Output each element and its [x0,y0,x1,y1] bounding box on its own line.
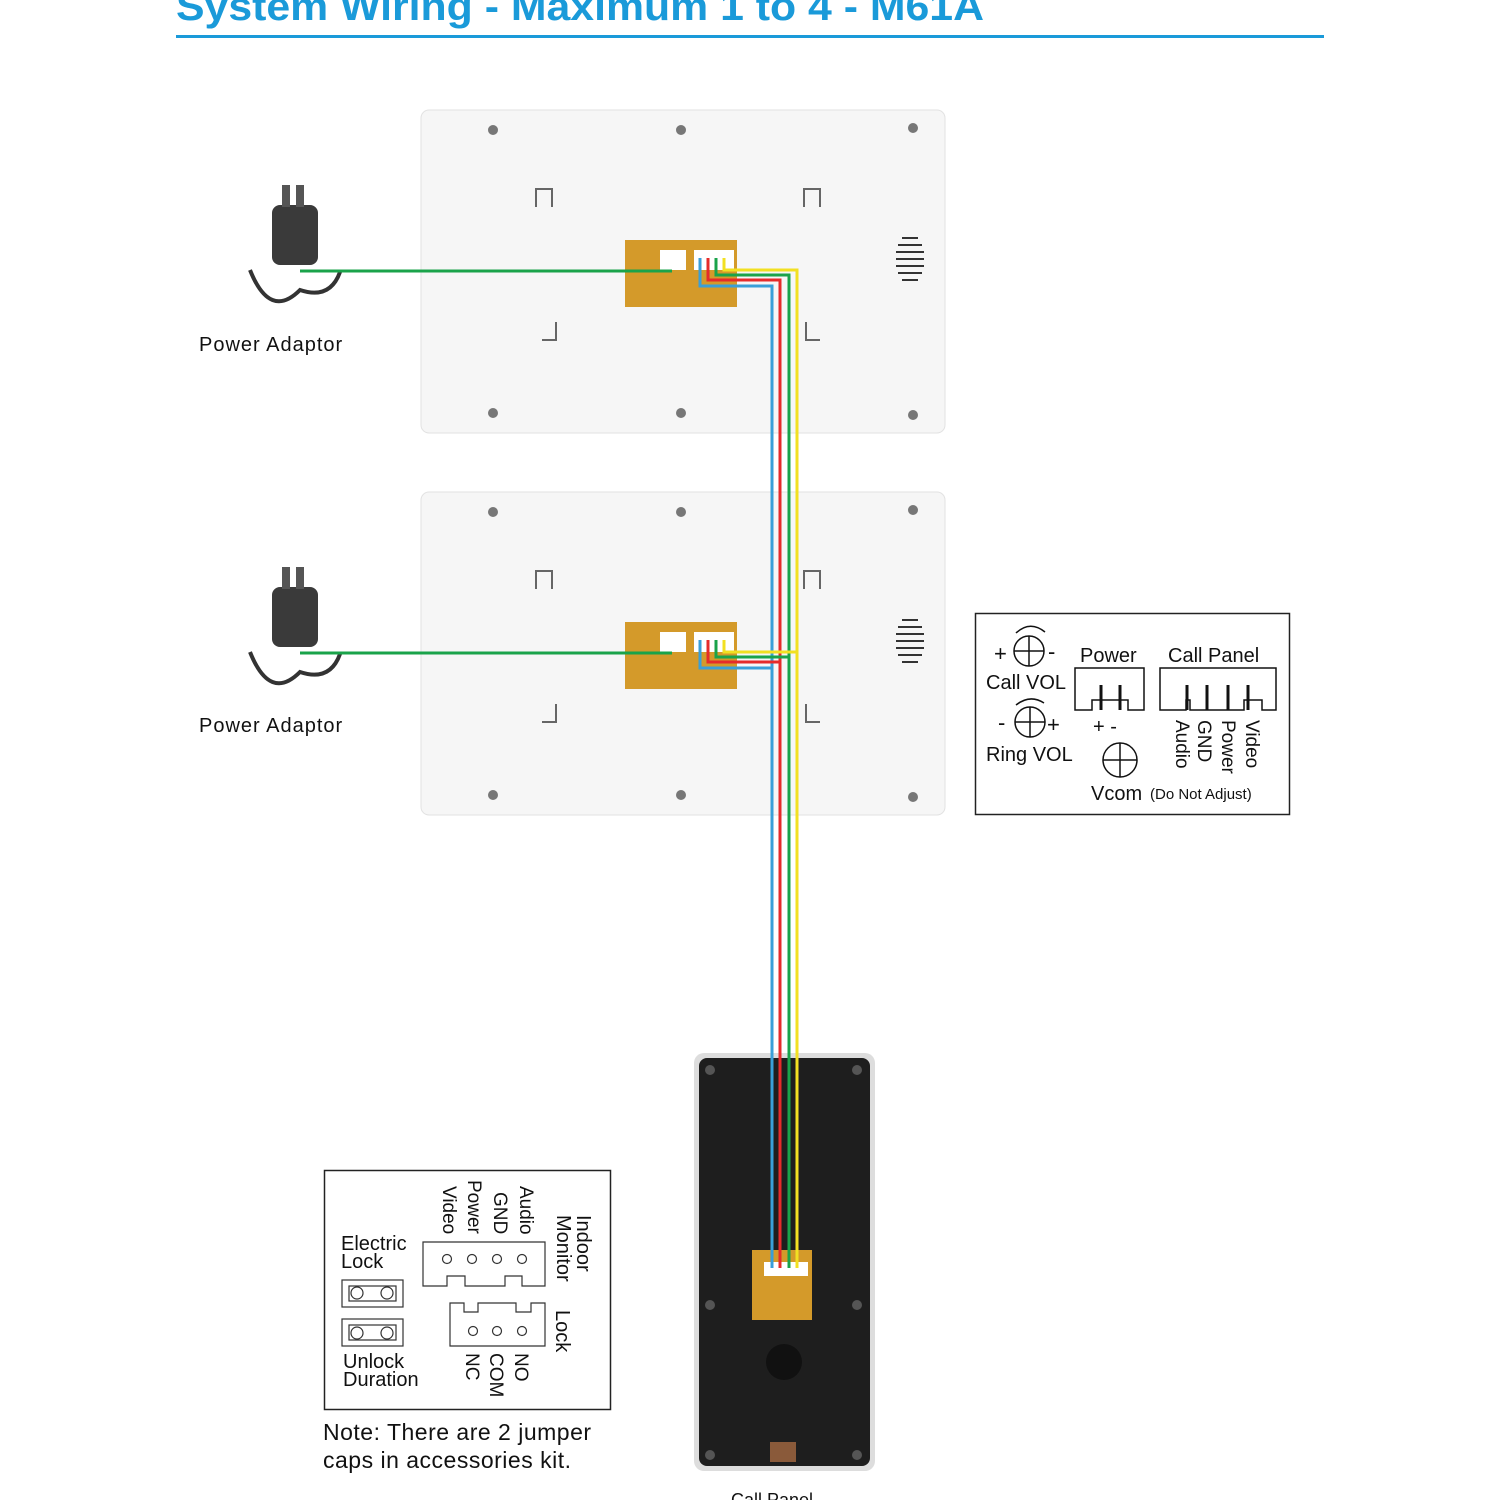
svg-text:Audio: Audio [1171,720,1192,769]
video-wire [698,258,774,1268]
svg-text:-: - [998,710,1005,735]
vcom-note: (Do Not Adjust) [1150,786,1252,803]
call-panel-connector-label: Call Panel [1168,645,1259,667]
power-label: Power [1080,645,1137,667]
ring-vol-label: Ring VOL [986,744,1073,766]
svg-text:Duration: Duration [343,1369,419,1391]
power-adaptor-icon [248,185,342,304]
indoor-monitor-connector [422,1241,546,1287]
svg-text:+: + [994,641,1007,666]
speaker-grille-icon [896,237,924,281]
call-panel [694,1053,875,1471]
adaptor-label: Power Adaptor [199,715,343,737]
svg-text:Video: Video [1241,720,1262,768]
wires [300,258,799,1268]
jumper-unlock-duration [341,1318,404,1347]
power-connector [1074,667,1145,711]
svg-text:Video: Video [438,1186,459,1234]
power-adaptor-icon [248,567,342,686]
svg-text:Lock: Lock [551,1310,573,1353]
title-underline [176,35,1324,38]
audio-wire [722,258,799,1268]
svg-text:Audio: Audio [515,1186,536,1235]
svg-text:COM: COM [485,1353,506,1397]
speaker-grille-icon [896,619,924,663]
svg-text:Power: Power [1217,720,1238,775]
note-line-2: caps in accessories kit. [323,1447,571,1473]
call-panel-label: Call Panel [731,1490,813,1500]
gnd-wire [714,258,791,1268]
note-line-1: Note: There are 2 jumper [323,1419,592,1445]
svg-text:+: + [1047,712,1060,737]
svg-text:NO: NO [510,1353,531,1382]
svg-text:Lock: Lock [341,1251,384,1273]
power-pins-label: + - [1093,716,1117,738]
call-vol-label: Call VOL [986,672,1066,694]
indoor-monitor-1 [420,109,946,434]
svg-text:GND: GND [489,1192,510,1234]
svg-text:Power: Power [463,1180,484,1235]
adaptor-label: Power Adaptor [199,334,343,356]
vcom-label: Vcom [1091,783,1142,805]
indoor-monitor-2 [420,491,946,816]
lock-connector [449,1302,546,1347]
jumper-electric-lock [341,1279,404,1308]
svg-text:GND: GND [1193,720,1214,762]
svg-text:Monitor: Monitor [552,1215,574,1282]
svg-text:NC: NC [461,1353,482,1380]
page-title: System Wiring - Maximum 1 to 4 - M61A [176,0,984,29]
call-panel-legend: Electric Lock Unlock Duration Video Powe… [323,1169,612,1411]
svg-text:Unlock: Unlock [343,1351,405,1373]
svg-text:Electric: Electric [341,1233,407,1255]
power-bus-wire [706,258,782,1268]
svg-text:-: - [1048,639,1055,664]
monitor-legend: + - Call VOL - + Ring VOL Power + - Call… [974,612,1291,816]
svg-text:Indoor: Indoor [572,1215,594,1272]
